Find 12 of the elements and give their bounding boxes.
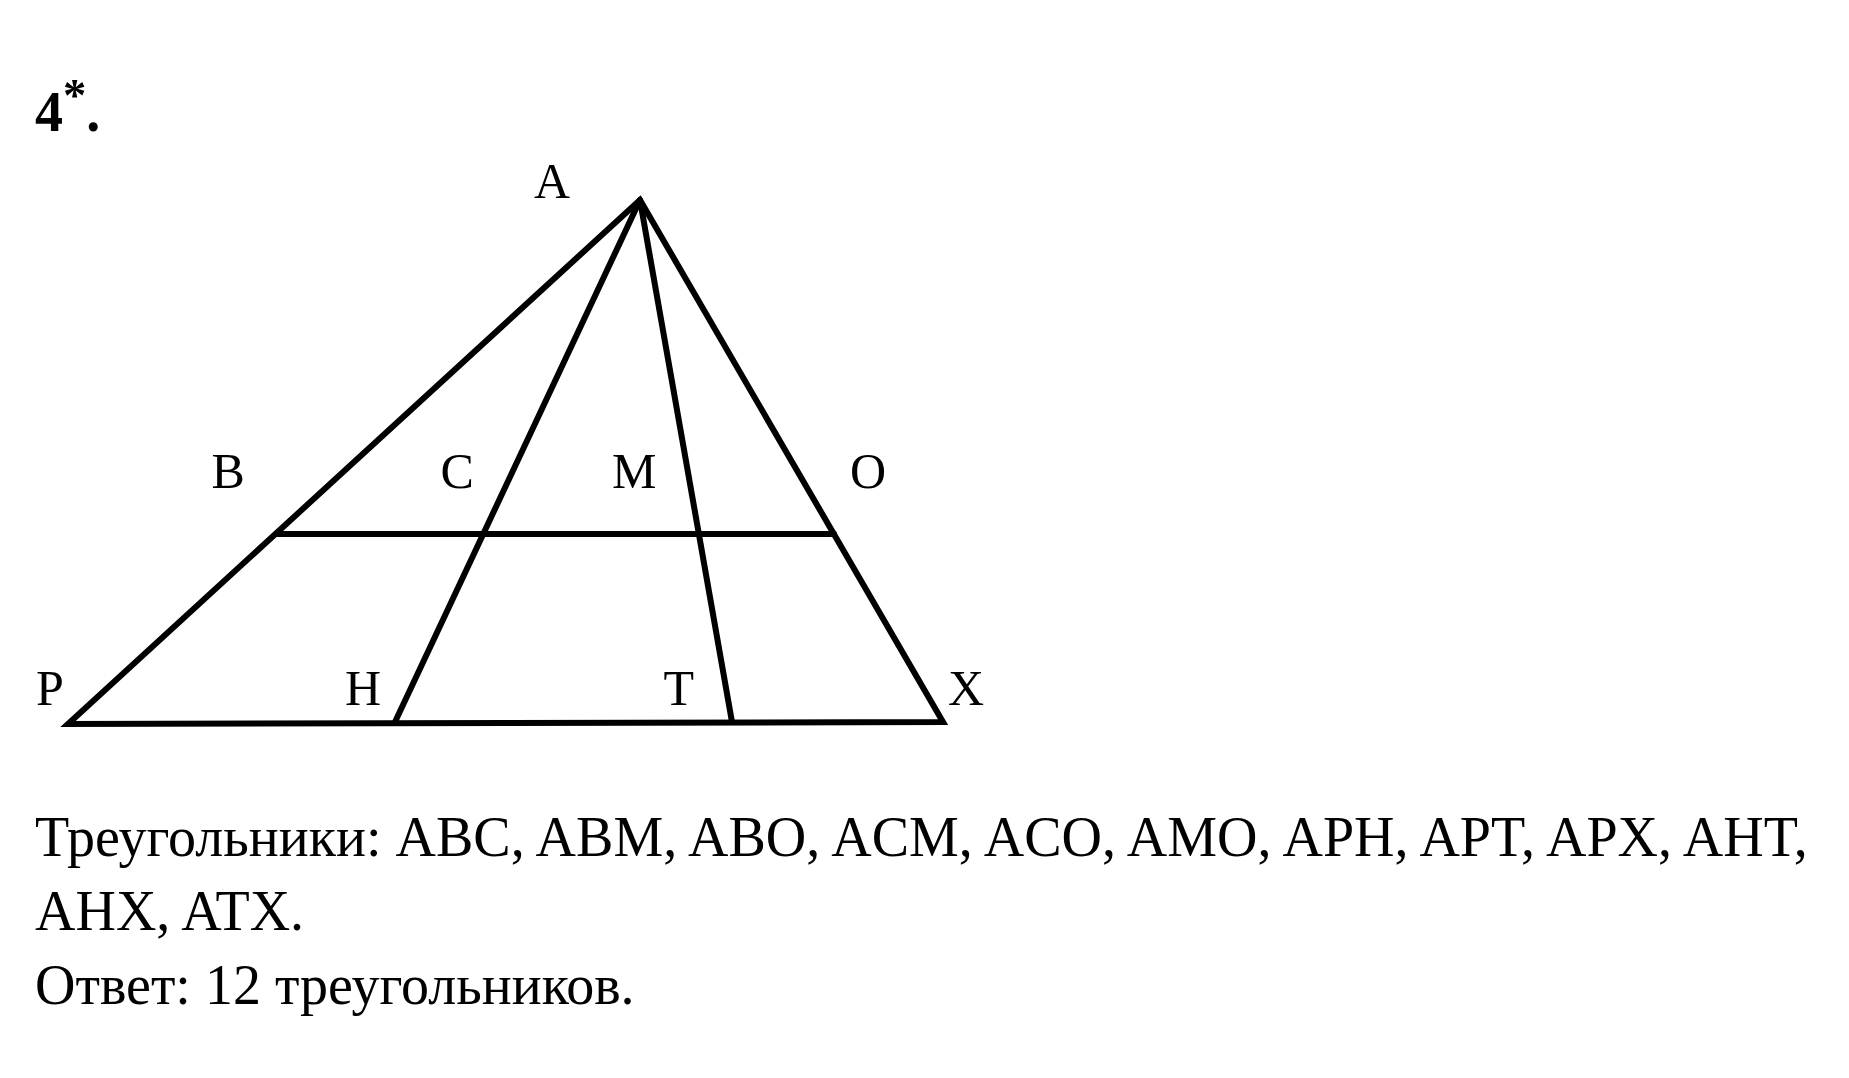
point-label: C: [440, 446, 474, 496]
point-label: B: [211, 446, 245, 496]
point-label: O: [850, 446, 887, 496]
solution-text: Треугольники: ABC, ABM, ABO, ACM, ACO, AMO, APH, APT, APX, AHT, AHX, ATX.: [35, 805, 1809, 944]
point-label: X: [948, 663, 985, 713]
point-label: H: [345, 663, 382, 713]
answer-text: Ответ: 12 треугольников.: [35, 953, 636, 1018]
point-label: P: [36, 663, 64, 713]
point-label: M: [612, 446, 657, 496]
point-label: A: [534, 156, 571, 206]
exercise-number: 4$^{*}$.: [35, 72, 101, 140]
point-label: T: [663, 663, 695, 713]
